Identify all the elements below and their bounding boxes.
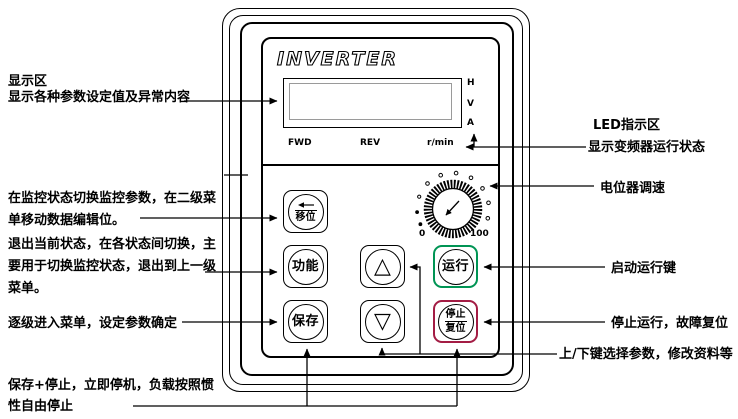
down-button-face[interactable]: ▽ (364, 303, 401, 340)
unit-label-a: A (467, 118, 474, 128)
annotation-led-area: LED指示区 显示变频器运行状态 (588, 118, 706, 155)
annotation-updown-keys: 上/下键选择参数，修改资料等 (559, 347, 733, 362)
knob-cap[interactable] (431, 187, 475, 231)
shift-button-label: 移位 (295, 211, 316, 223)
knob-max-label: 100 (470, 229, 489, 239)
bezel-outer (222, 8, 530, 392)
run-button-label: 运行 (441, 259, 469, 274)
save-button-label: 保存 (291, 314, 319, 329)
unit-label-h: H (467, 78, 475, 88)
button-divider (444, 321, 467, 322)
stop-label: 停止 (445, 309, 466, 320)
bezel-middle (229, 15, 523, 385)
annotation-potentiometer: 电位器调速 (600, 181, 666, 196)
knob-min-label: 0 (419, 229, 426, 239)
status-label-rev: REV (360, 138, 381, 148)
function-button-face[interactable]: 功能 (287, 248, 324, 285)
shift-button[interactable]: 移位 (283, 190, 328, 233)
knob-pointer-icon (445, 200, 460, 216)
front-panel (261, 37, 500, 358)
up-button[interactable]: △ (360, 245, 405, 288)
stop-reset-button-face[interactable]: 停止 复位 (437, 303, 474, 340)
panel-divider (263, 164, 498, 166)
speed-knob[interactable] (415, 170, 493, 250)
save-button-face[interactable]: 保存 (287, 303, 324, 340)
annotation-shift-key: 在监控状态切换监控参数，在二级菜 单移动数据编辑位。 (8, 191, 217, 228)
down-triangle-icon: ▽ (374, 308, 391, 334)
annotation-run-key: 启动运行键 (611, 261, 677, 276)
unit-label-v: V (467, 99, 474, 109)
annotation-stop-key: 停止运行，故障复位 (611, 316, 729, 331)
brand-logo: INVERTER (276, 47, 399, 70)
knob-tick-marks (415, 170, 491, 227)
annotation-save-key: 逐级进入菜单，设定参数确定 (8, 316, 178, 331)
status-label-rmin: r/min (427, 138, 454, 148)
function-button[interactable]: 功能 (283, 245, 328, 288)
lcd-display-screen (289, 83, 452, 120)
run-button-face[interactable]: 运行 (437, 248, 474, 285)
annotation-save-stop-combo: 保存+停止，立即停机，负载按照惯 性自由停止 (8, 378, 214, 414)
function-button-label: 功能 (291, 259, 319, 274)
save-button[interactable]: 保存 (283, 300, 328, 343)
knob-knurled-ring[interactable] (423, 179, 483, 239)
down-button[interactable]: ▽ (360, 300, 405, 343)
reset-label: 复位 (445, 323, 466, 334)
up-triangle-icon: △ (374, 253, 391, 279)
shift-button-face[interactable]: 移位 (287, 193, 324, 230)
stop-reset-button[interactable]: 停止 复位 (433, 300, 478, 343)
run-button[interactable]: 运行 (433, 245, 478, 288)
lcd-display (283, 78, 462, 128)
annotation-function-key: 退出当前状态，在各状态间切换，主 要用于切换监控状态，退出到上一级 菜单。 (8, 237, 217, 296)
up-button-face[interactable]: △ (364, 248, 401, 285)
annotation-display-area: 显示区 显示各种参数设定值及异常内容 (8, 74, 191, 105)
left-arrow-icon (297, 201, 314, 208)
button-divider (294, 209, 317, 211)
status-label-fwd: FWD (288, 138, 312, 148)
bezel-inner (240, 22, 514, 376)
